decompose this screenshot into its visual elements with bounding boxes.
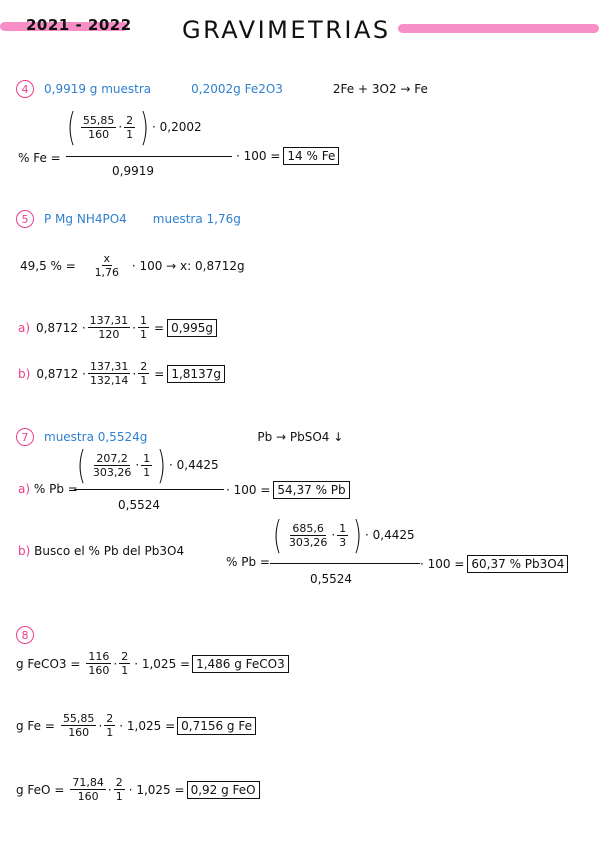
s5-a-result: 0,995g xyxy=(167,318,218,337)
s7-b-fraction-bar xyxy=(270,563,420,564)
s5-eq-rest: · 100 → x: 0,8712g xyxy=(131,258,245,273)
s7-a-fraction-bar xyxy=(74,489,224,490)
s5-b-label: b) xyxy=(18,366,31,381)
s7-a-mult: · 0,4425 xyxy=(168,458,219,472)
close-paren: ) xyxy=(157,443,167,487)
s8-r1-result: 1,486 g FeCO3 xyxy=(192,654,289,673)
s5-a-label: a) xyxy=(18,320,31,335)
s7-a-label: a) % Pb = xyxy=(18,482,78,496)
s7-header: 7 muestra 0,5524g Pb → PbSO4 ↓ xyxy=(16,428,343,446)
s7-sample: muestra 0,5524g xyxy=(44,430,148,444)
s5-sample: muestra 1,76g xyxy=(152,212,241,226)
year-highlight xyxy=(0,22,128,31)
s5-eq-lhs: 49,5 % = xyxy=(20,258,76,273)
s4-lhs: % Fe = xyxy=(18,151,61,165)
s8-r1-rest: · 1,025 = xyxy=(134,656,191,671)
s7-b-times: · 100 = xyxy=(420,557,465,571)
s7-number: 7 xyxy=(16,428,34,446)
s4-times100: · 100 = xyxy=(236,149,281,163)
s4-denominator: 0,9919 xyxy=(112,164,154,178)
s8-r2-rest: · 1,025 = xyxy=(119,718,176,733)
s4-sample: 0,9919 g muestra xyxy=(44,82,152,96)
s4-result: 14 % Fe xyxy=(283,147,340,165)
s5-header: 5 P Mg NH4PO4 muestra 1,76g xyxy=(16,210,241,228)
s7-a-result-row: · 100 = 54,37 % Pb xyxy=(226,481,350,499)
open-paren: ( xyxy=(66,105,76,149)
s4-compound: 0,2002g Fe2O3 xyxy=(191,82,283,96)
s4-fraction-bar xyxy=(66,156,232,157)
s8-r3-lhs: g FeO = xyxy=(16,782,65,797)
s4-number: 4 xyxy=(16,80,34,98)
s7-b-text: b) Busco el % Pb del Pb3O4 xyxy=(18,544,185,558)
s5-b-result: 1,8137g xyxy=(167,364,225,383)
s7-b-result: 60,37 % Pb3O4 xyxy=(467,555,569,573)
s5-a-eq: = xyxy=(154,320,165,335)
s8-number: 8 xyxy=(16,626,34,644)
s7-b-lhs: % Pb = xyxy=(226,555,270,569)
open-paren: ( xyxy=(76,443,86,487)
s7-b-result-row: · 100 = 60,37 % Pb3O4 xyxy=(420,555,569,573)
s7-a-result: 54,37 % Pb xyxy=(273,481,350,499)
s4-header: 4 0,9919 g muestra 0,2002g Fe2O3 2Fe + 3… xyxy=(16,80,428,98)
year-label: 2021 - 2022 xyxy=(26,16,132,34)
s5-compound: P Mg NH4PO4 xyxy=(44,212,127,226)
s7-b-denominator: 0,5524 xyxy=(310,572,352,586)
s4-reaction: 2Fe + 3O2 → Fe xyxy=(332,82,428,96)
s8-r2-result: 0,7156 g Fe xyxy=(177,716,256,735)
s4-mult: · 0,2002 xyxy=(151,120,202,134)
close-paren: ) xyxy=(140,105,150,149)
open-paren: ( xyxy=(272,513,282,557)
s8-r1-lhs: g FeCO3 = xyxy=(16,656,81,671)
s7-b-mult: · 0,4425 xyxy=(364,528,415,542)
s5-b-eq: = xyxy=(154,366,165,381)
s5-number: 5 xyxy=(16,210,34,228)
title-highlight xyxy=(398,24,599,33)
s5-a-pre: 0,8712 · xyxy=(36,320,86,335)
s8-r2-lhs: g Fe = xyxy=(16,718,55,733)
page-title: GRAVIMETRIAS xyxy=(182,16,391,44)
s7-a-times: · 100 = xyxy=(226,483,271,497)
s7-reaction: Pb → PbSO4 ↓ xyxy=(257,430,344,444)
s7-a-denominator: 0,5524 xyxy=(118,498,160,512)
s5-b-pre: 0,8712 · xyxy=(36,366,86,381)
s8-header: 8 xyxy=(16,626,34,644)
s4-result-row: · 100 = 14 % Fe xyxy=(236,147,340,165)
close-paren: ) xyxy=(353,513,363,557)
s8-r3-rest: · 1,025 = xyxy=(128,782,185,797)
s8-r3-result: 0,92 g FeO xyxy=(186,780,260,799)
